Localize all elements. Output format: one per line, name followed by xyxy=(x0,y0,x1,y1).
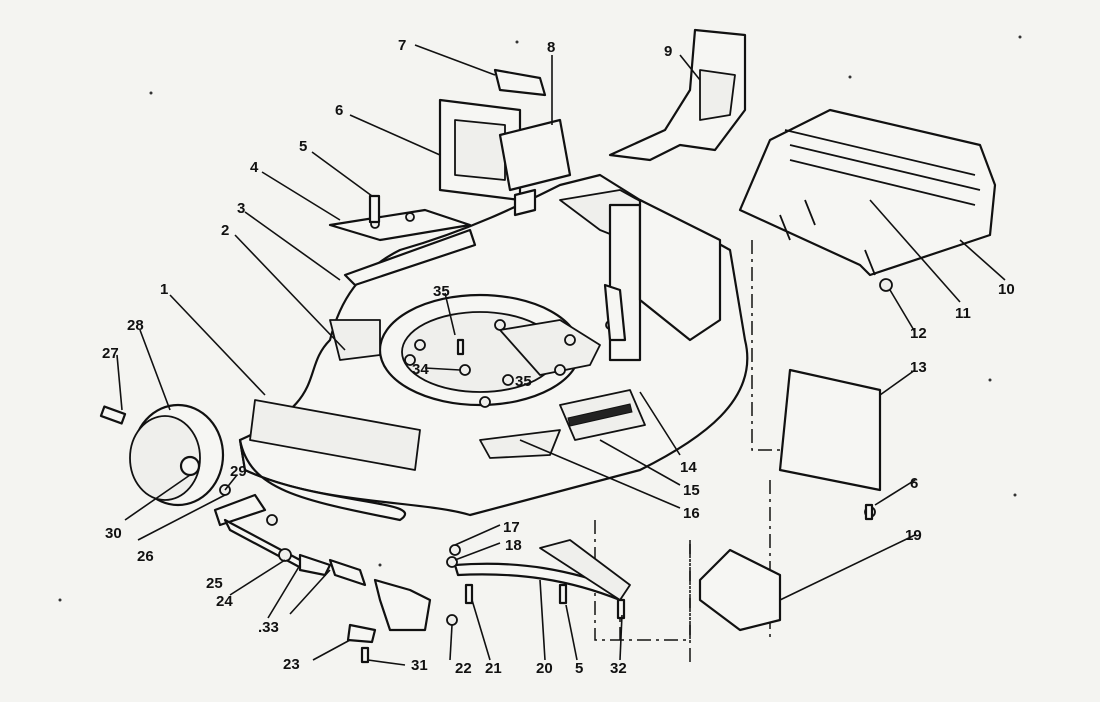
callout-6-top: 6 xyxy=(335,102,343,119)
callout-8: 8 xyxy=(547,39,555,56)
part-9-rear-flap xyxy=(608,28,747,162)
callout-21: 21 xyxy=(485,660,502,677)
callout-6-right: 6 xyxy=(910,475,918,492)
callout-14: 14 xyxy=(680,459,697,476)
rear-baffle-assembly xyxy=(438,98,572,217)
callout-19: 19 xyxy=(905,527,922,544)
callout-35: 35 xyxy=(515,373,532,390)
callout-27: 27 xyxy=(102,345,119,362)
part-7-clip xyxy=(493,68,547,97)
callout-3: 3 xyxy=(237,200,245,217)
callout-20: 20 xyxy=(536,660,553,677)
callout-30: 30 xyxy=(105,525,122,542)
callout-23: 23 xyxy=(283,656,300,673)
leader-lines xyxy=(116,44,1006,666)
callout-32: 32 xyxy=(610,660,627,677)
callout-7: 7 xyxy=(398,37,406,54)
callout-15: 15 xyxy=(683,482,700,499)
callout-26: 26 xyxy=(137,548,154,565)
callout-9: 9 xyxy=(664,43,672,60)
callout-5-top: 5 xyxy=(299,138,307,155)
callout-22: 22 xyxy=(455,660,472,677)
callout-33: .33 xyxy=(258,619,279,636)
callout-25: 25 xyxy=(206,575,223,592)
callout-34: 34 xyxy=(412,361,429,378)
scan-specks xyxy=(58,35,1022,602)
callout-29: 29 xyxy=(230,463,247,480)
part-20-arm xyxy=(453,539,631,602)
callout-31: 31 xyxy=(411,657,428,674)
small-hardware xyxy=(278,278,893,664)
callout-10: 10 xyxy=(998,281,1015,298)
callout-16: 16 xyxy=(683,505,700,522)
callout-36: 35 xyxy=(433,283,450,300)
callout-13: 13 xyxy=(910,359,927,376)
front-axle-assembly xyxy=(213,484,458,644)
part-3-strap xyxy=(343,228,477,287)
part-28-wheel xyxy=(99,403,225,507)
callout-24: 24 xyxy=(216,593,233,610)
callout-12: 12 xyxy=(910,325,927,342)
callout-5-bottom: 5 xyxy=(575,660,583,677)
callout-4: 4 xyxy=(250,159,259,176)
part-10-bag-cover xyxy=(738,108,997,277)
callout-17: 17 xyxy=(503,519,520,536)
callout-2: 2 xyxy=(221,222,229,239)
part-13-shield xyxy=(778,368,882,518)
callout-28: 28 xyxy=(127,317,144,334)
callout-labels: 7 8 9 6 5 4 3 2 1 28 27 35 34 35 10 11 1… xyxy=(102,37,1015,677)
mower-deck xyxy=(238,173,749,522)
part-5-bolt-top xyxy=(368,194,381,224)
callout-11: 11 xyxy=(955,305,971,322)
callout-18: 18 xyxy=(505,537,522,554)
part-19-bracket xyxy=(698,548,782,632)
callout-1: 1 xyxy=(160,281,168,298)
